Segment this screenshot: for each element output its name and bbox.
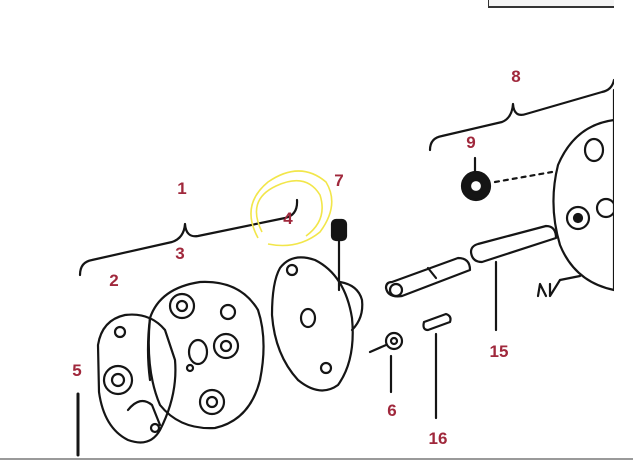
label-7: 7: [334, 171, 343, 190]
part-labels: 1 2 3 4 5 6 7 8 9 15 16: [72, 67, 520, 448]
part-8-housing: [536, 88, 617, 298]
label-6: 6: [387, 401, 396, 420]
highlight-circle: [250, 170, 333, 247]
part-6-ring: [368, 331, 404, 394]
bracket-group-1: [78, 198, 299, 277]
part-15-shaft: [469, 224, 558, 332]
label-2: 2: [109, 271, 118, 290]
part-5-front-cover: [76, 313, 177, 457]
part-7-plug: [330, 218, 348, 292]
shaft-left: [384, 256, 472, 298]
bracket-group-8: [428, 78, 616, 152]
right-edge-bar: [614, 0, 633, 472]
label-4: 4: [283, 209, 293, 228]
part-9-bushing: [460, 156, 554, 202]
label-1: 1: [177, 179, 186, 198]
bottom-rule: [0, 458, 633, 460]
label-16: 16: [429, 429, 448, 448]
part-3-pump-body: [146, 280, 265, 430]
label-3: 3: [175, 244, 184, 263]
label-8: 8: [511, 67, 520, 86]
label-9: 9: [466, 133, 475, 152]
part-16-pin: [422, 312, 452, 420]
label-5: 5: [72, 361, 81, 380]
label-15: 15: [490, 342, 509, 361]
part-4-plate: [270, 256, 364, 392]
